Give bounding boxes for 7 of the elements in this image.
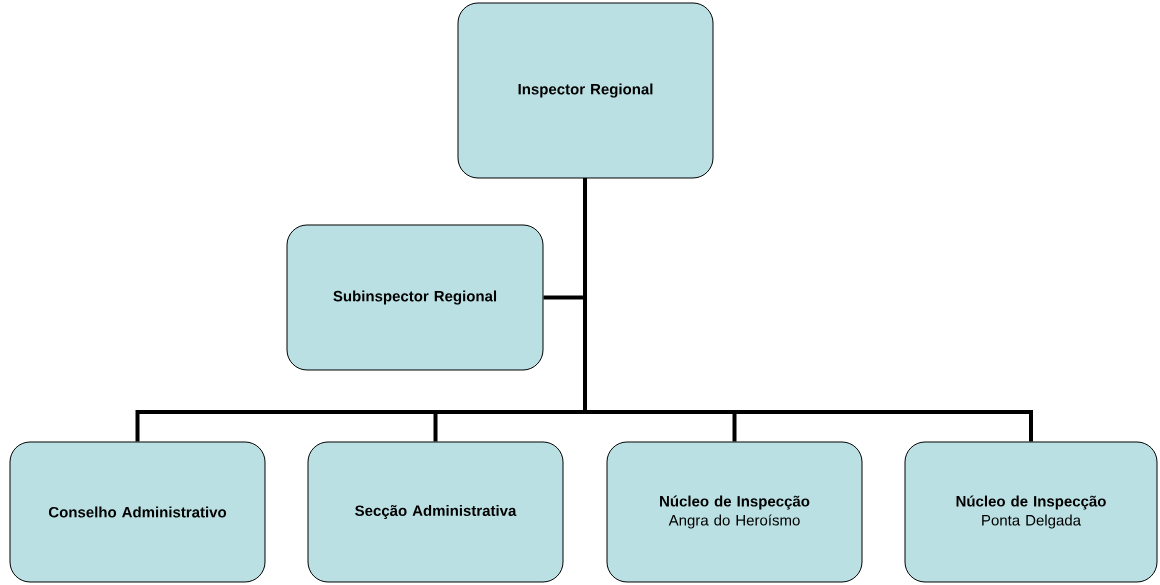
- org-box: Secção Administrativa: [307, 441, 564, 583]
- org-box: Conselho Administrativo: [9, 441, 266, 583]
- org-box: Núcleo de Inspecção Angra do Heroísmo: [606, 441, 863, 583]
- org-box: Subinspector Regional: [286, 224, 544, 371]
- org-box: Núcleo de Inspecção Ponta Delgada: [904, 441, 1158, 583]
- org-box: Inspector Regional: [457, 2, 714, 179]
- connector-line: [583, 178, 1033, 442]
